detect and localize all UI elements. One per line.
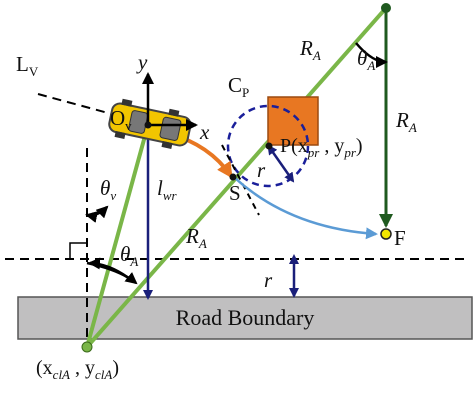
label-p-point: P(xpr , ypr) [280, 135, 363, 160]
label-ra-top: RA [300, 36, 321, 64]
theta-a-bottom-arc-start [88, 257, 131, 281]
r-arrow-circle [267, 144, 295, 183]
label-theta-a-top: θA [357, 46, 376, 74]
point-F [380, 228, 392, 240]
label-cp: CP [228, 73, 250, 101]
point-S [229, 173, 237, 181]
tangent-dashed-line [221, 144, 260, 216]
theta-a-top-arc [355, 42, 388, 68]
blue-path [234, 177, 378, 240]
label-x-axis: x [200, 120, 210, 144]
label-ra-mid: RA [186, 224, 207, 252]
label-center-coords: (xclA , yclA) [36, 357, 119, 382]
green-line-to-top [85, 6, 388, 349]
point-P [265, 142, 273, 150]
label-lwr: lwr [157, 176, 177, 204]
theta-v-arc-start [91, 205, 109, 219]
label-f-point: F [394, 226, 406, 250]
origin-Ov [144, 121, 152, 129]
right-angle-mark [69, 242, 87, 259]
vehicle [108, 98, 192, 149]
label-theta-v: θv [100, 176, 117, 204]
top-center-point [381, 3, 391, 13]
label-ra-right: RA [396, 108, 417, 136]
circle-cp [226, 104, 310, 188]
label-lv: LV [16, 52, 39, 80]
label-y-axis: y [138, 50, 148, 74]
label-r-bottom: r [264, 268, 273, 292]
label-theta-a-bottom: θA [120, 242, 139, 270]
label-s-point: S [229, 181, 241, 205]
road-boundary-label: Road Boundary [175, 305, 315, 330]
label-ov: Ov [110, 106, 132, 134]
center-point [81, 341, 93, 353]
label-r-circle: r [257, 158, 266, 182]
green-line-to-vehicle [85, 124, 150, 348]
